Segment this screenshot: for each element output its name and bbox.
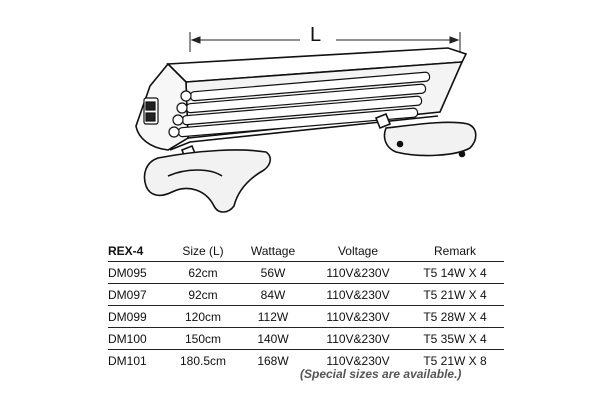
header-model: REX-4 (108, 240, 170, 262)
table-header-row: REX-4 Size (L) Wattage Voltage Remark (108, 240, 504, 262)
table-row: DM101 180.5cm 168W 110V&230V T5 21W X 8 (108, 350, 504, 372)
left-leg (143, 144, 272, 213)
cell-voltage: 110V&230V (310, 305, 406, 328)
cell-model: DM099 (108, 305, 170, 328)
cell-model: DM095 (108, 261, 170, 284)
switch-panel (143, 97, 159, 125)
cell-voltage: 110V&230V (326, 353, 390, 368)
cell-size: 180.5cm (179, 353, 227, 368)
cell-size: 120cm (170, 305, 236, 328)
header-size: Size (L) (170, 240, 236, 262)
header-wattage: Wattage (236, 240, 310, 262)
cell-model: DM101 (108, 353, 147, 368)
cell-voltage: 110V&230V (310, 261, 406, 284)
cell-model: DM100 (108, 327, 170, 350)
cell-size: 62cm (170, 261, 236, 284)
cell-remark: T5 21W X 4 (406, 283, 504, 306)
cell-remark: T5 35W X 4 (406, 327, 504, 350)
cell-size: 92cm (170, 283, 236, 306)
right-leg (374, 112, 477, 158)
cell-wattage: 84W (236, 283, 310, 306)
cell-voltage: 110V&230V (310, 327, 406, 350)
special-sizes-note: (Special sizes are available.) (300, 367, 462, 381)
cell-remark: T5 14W X 4 (406, 261, 504, 284)
cell-wattage: 112W (236, 305, 310, 328)
cell-remark: T5 21W X 8 (423, 353, 487, 368)
table-row: DM099 120cm 112W 110V&230V T5 28W X 4 (108, 305, 504, 328)
table-row: DM095 62cm 56W 110V&230V T5 14W X 4 (108, 261, 504, 284)
cell-wattage: 140W (236, 327, 310, 350)
table-row: DM097 92cm 84W 110V&230V T5 21W X 4 (108, 283, 504, 306)
cell-model: DM097 (108, 283, 170, 306)
header-remark: Remark (406, 240, 504, 262)
dimension-label: L (310, 24, 322, 46)
cell-wattage: 168W (257, 353, 289, 368)
cell-voltage: 110V&230V (310, 283, 406, 306)
product-figure: L (135, 24, 477, 213)
cell-wattage: 56W (236, 261, 310, 284)
tube-sockets (168, 90, 192, 138)
table-row: DM100 150cm 140W 110V&230V T5 35W X 4 (108, 327, 504, 350)
spec-table: REX-4 Size (L) Wattage Voltage Remark DM… (108, 240, 504, 371)
header-voltage: Voltage (310, 240, 406, 262)
bottom-rail (169, 115, 439, 151)
cell-remark: T5 28W X 4 (406, 305, 504, 328)
dimension-line (189, 32, 461, 52)
light-fixture-drawing (135, 32, 477, 213)
cell-size: 150cm (170, 327, 236, 350)
